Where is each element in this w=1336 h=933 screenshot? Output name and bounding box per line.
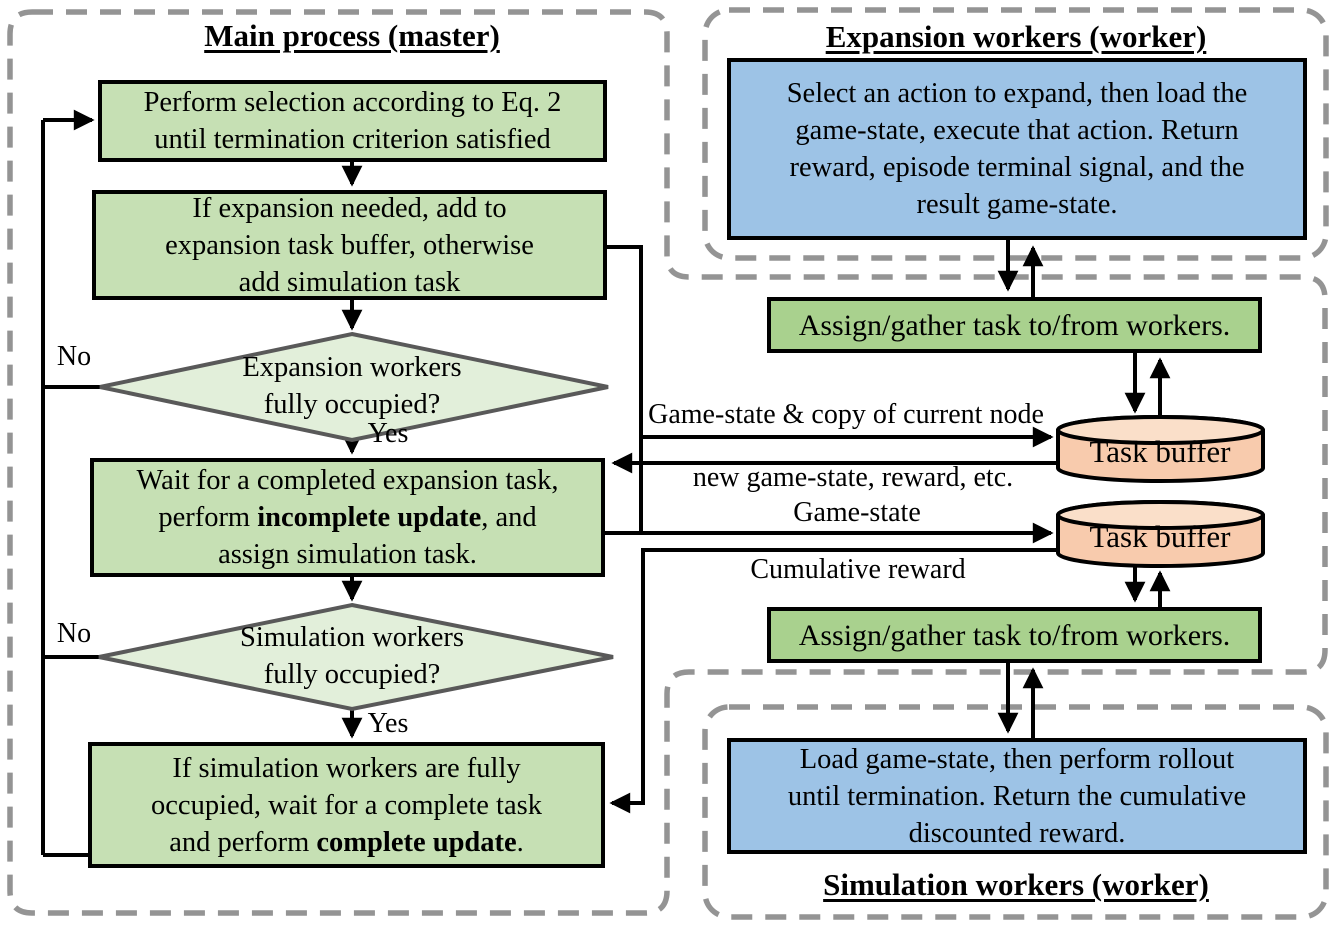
simulation-diamond-text: Simulation workers fully occupied?: [239, 622, 465, 690]
arrow-cumulative-reward-to-complete-box: [609, 548, 1058, 814]
assign-gather-top-text: Assign/gather task to/from workers.: [798, 308, 1231, 342]
wait-expansion-text-post: , and assign simulation task.: [218, 502, 537, 570]
expansion-workers-container-border: [702, 7, 1329, 261]
expansion-dispatch-line: [607, 245, 643, 533]
simulation-worker-box: Load game-state, then perform rollout un…: [727, 738, 1307, 854]
complete-update-text-bold: complete update: [316, 826, 517, 858]
wait-expansion-text: Wait for a completed expansion task, per…: [137, 462, 559, 573]
assign-gather-bottom-box: Assign/gather task to/from workers.: [767, 607, 1262, 663]
wait-expansion-text-bold: incomplete update: [257, 502, 482, 533]
task-buffer-bottom-label: Task buffer: [1089, 519, 1231, 554]
simulation-diamond-yes-label: Yes: [367, 708, 409, 739]
task-buffer-top-label: Task buffer: [1089, 434, 1231, 469]
expansion-diamond-text: Expansion workers fully occupied?: [242, 352, 462, 420]
expansion-workers-title: Expansion workers (worker): [825, 19, 1207, 54]
simulation-workers-diamond: [98, 602, 614, 712]
new-game-state-label: new game-state, reward, etc.: [692, 462, 1014, 493]
simulation-workers-title: Simulation workers (worker): [823, 867, 1209, 902]
expansion-diamond-no-label: No: [56, 341, 92, 372]
master-and-middle-container-border: [7, 9, 1328, 916]
game-state-label: Game-state: [793, 497, 921, 528]
master-title: Main process (master): [204, 18, 500, 53]
expansion-workers-diamond: [99, 331, 609, 443]
expansion-worker-text: Select an action to expand, then load th…: [786, 78, 1248, 220]
simulation-worker-text: Load game-state, then perform rollout un…: [787, 743, 1247, 849]
complete-update-text: If simulation workers are fully occupied…: [151, 750, 542, 861]
complete-update-text-post: .: [516, 826, 524, 858]
game-state-copy-label: Game-state & copy of current node: [648, 399, 1044, 430]
expand-step-text: If expansion needed, add to expansion ta…: [165, 192, 534, 298]
assign-gather-bottom-text: Assign/gather task to/from workers.: [798, 618, 1231, 652]
simulation-workers-container-border: [702, 704, 1329, 920]
task-buffer-bottom-cylinder: [1056, 500, 1265, 568]
no-loop-lines: [41, 120, 105, 857]
task-buffer-top-cylinder: [1056, 415, 1265, 483]
simulation-diamond-no-label: No: [56, 618, 92, 649]
wait-expansion-box: Wait for a completed expansion task, per…: [90, 458, 605, 577]
expansion-diamond-yes-label: Yes: [367, 418, 409, 449]
cumulative-reward-label: Cumulative reward: [750, 554, 966, 585]
complete-update-text-pre: If simulation workers are fully occupied…: [151, 752, 542, 858]
select-step-text: Perform selection according to Eq. 2 unt…: [143, 87, 562, 155]
expansion-worker-box: Select an action to expand, then load th…: [727, 58, 1307, 240]
complete-update-box: If simulation workers are fully occupied…: [88, 742, 605, 868]
expand-step-box: If expansion needed, add to expansion ta…: [92, 190, 607, 300]
assign-gather-top-box: Assign/gather task to/from workers.: [767, 297, 1262, 353]
wait-expansion-text-pre: Wait for a completed expansion task, per…: [136, 465, 559, 533]
select-step-box: Perform selection according to Eq. 2 unt…: [98, 80, 607, 162]
